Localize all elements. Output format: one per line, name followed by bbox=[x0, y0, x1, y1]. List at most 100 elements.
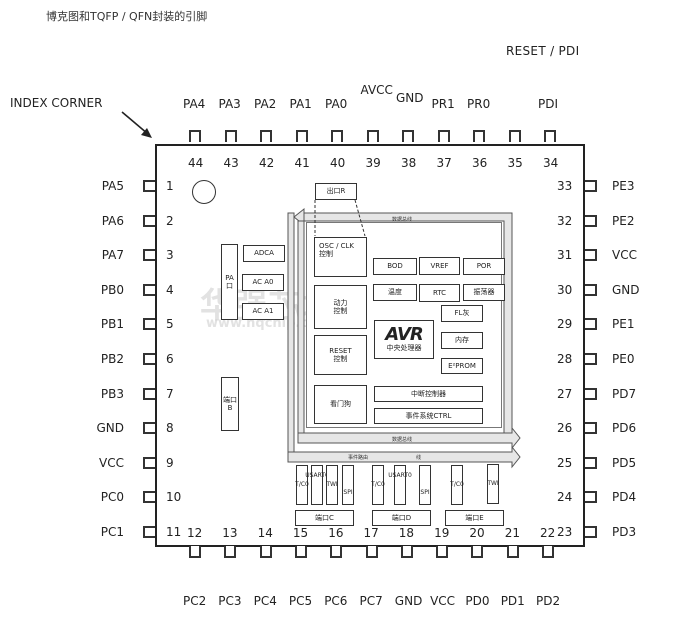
pin-pad-left bbox=[143, 318, 155, 331]
pin-name-top: PR0 bbox=[467, 97, 491, 111]
usart0-c-block: USART0 bbox=[305, 465, 329, 505]
pin-pad-top bbox=[224, 130, 237, 142]
avr-logo: AVR bbox=[385, 324, 423, 346]
port-d-block: 端口D bbox=[372, 510, 431, 526]
twi-e-block: TWI bbox=[487, 464, 499, 504]
diagram-title: 博克图和TQFP / QFN封装的引脚 bbox=[46, 10, 208, 23]
port-e-block: 端口E bbox=[445, 510, 504, 526]
port-a-block: PA口 bbox=[221, 244, 238, 320]
bus-graphics bbox=[287, 207, 521, 469]
pin-pad-right bbox=[585, 214, 597, 227]
pin-pad-bottom bbox=[542, 546, 554, 558]
pin-name-left: PB1 bbox=[100, 317, 124, 332]
reset-pdi-label: RESET / PDI bbox=[506, 44, 580, 58]
pin-number: 30 bbox=[557, 282, 573, 297]
pin-pad-left bbox=[143, 283, 155, 296]
event-bus-vertical bbox=[287, 212, 295, 459]
pin-name-bottom: PC7 bbox=[359, 594, 383, 608]
pin-number: 29 bbox=[557, 317, 573, 332]
pin-name-left: PC0 bbox=[100, 490, 124, 505]
pin-name-right: PD4 bbox=[612, 490, 637, 505]
pin-pad-right bbox=[585, 456, 597, 469]
event-system-ctrl-block: 事件系统CTRL bbox=[374, 408, 483, 424]
pin-pad-right bbox=[585, 387, 597, 400]
pin-name-bottom: PD0 bbox=[465, 594, 490, 608]
pin-number: 14 bbox=[257, 526, 273, 540]
pin-name-right: PE0 bbox=[612, 352, 635, 366]
pin-name-right: PE1 bbox=[612, 317, 635, 332]
ac-a0-block: AC A0 bbox=[242, 274, 284, 291]
reset-ctrl-block: RESET 控制 bbox=[314, 335, 367, 375]
pin-name-left: PB2 bbox=[100, 352, 124, 366]
pin-name-bottom: PC6 bbox=[324, 594, 348, 608]
pin-name-bottom: PC4 bbox=[253, 594, 277, 608]
pin-pad-left bbox=[143, 526, 155, 538]
pin-pad-bottom bbox=[259, 546, 272, 558]
pin-number: 15 bbox=[292, 526, 309, 540]
pin-pad-bottom bbox=[436, 546, 449, 558]
por-block: POR bbox=[463, 258, 505, 275]
pin-number: 2 bbox=[166, 213, 174, 228]
pin-number: 18 bbox=[398, 526, 415, 540]
pin-number: 21 bbox=[504, 526, 520, 540]
pin-pad-bottom bbox=[400, 546, 413, 558]
vref-block: VREF bbox=[419, 257, 460, 275]
pin-number: 31 bbox=[557, 248, 573, 263]
pin-number: 43 bbox=[223, 156, 239, 170]
pin-pad-right bbox=[585, 353, 597, 365]
pin-name-right: PE2 bbox=[612, 213, 635, 228]
pin-name-top: AVCC bbox=[360, 83, 393, 97]
pin-number: 44 bbox=[188, 156, 204, 170]
pin-pad-right bbox=[585, 249, 597, 262]
data-bus-bottom-arrow bbox=[297, 426, 521, 450]
pin-name-top: PA1 bbox=[289, 97, 312, 111]
pin-pad-top bbox=[189, 130, 201, 142]
pin-name-left: PA6 bbox=[101, 213, 124, 228]
pin-pad-left bbox=[143, 214, 155, 227]
pin-number: 22 bbox=[540, 526, 556, 540]
pin-number: 9 bbox=[166, 455, 174, 470]
pin-pad-right bbox=[585, 526, 597, 538]
cpu-block: AVR 中央处理器 bbox=[374, 320, 434, 359]
spi-d-block: SPI bbox=[419, 465, 431, 505]
pin-number: 13 bbox=[222, 526, 238, 540]
pin-name-left: PA5 bbox=[101, 179, 124, 193]
pin-pad-right bbox=[585, 180, 597, 192]
index-arrow-icon bbox=[121, 111, 152, 138]
bod-block: BOD bbox=[373, 258, 417, 275]
pin-number: 5 bbox=[166, 317, 174, 332]
pin-number: 41 bbox=[294, 156, 310, 170]
pin-number: 37 bbox=[436, 156, 452, 170]
usart0-d-block: USART0 bbox=[388, 465, 412, 505]
pin-name-right: PD3 bbox=[612, 525, 637, 539]
pin-pad-top bbox=[544, 130, 556, 142]
pin-pad-top bbox=[508, 130, 521, 142]
pin-number: 27 bbox=[557, 386, 573, 401]
pin-pad-top bbox=[437, 130, 450, 142]
event-bus-label: 事件路由 bbox=[348, 455, 369, 461]
pin-number: 23 bbox=[557, 525, 573, 539]
pin-name-right: GND bbox=[612, 282, 640, 297]
pin-name-right: PE3 bbox=[612, 179, 635, 193]
pin-number: 4 bbox=[166, 282, 174, 297]
pin-number: 33 bbox=[557, 179, 573, 193]
spi-c-block: SPI bbox=[342, 465, 354, 505]
event-bus-bottom-arrow bbox=[287, 445, 521, 469]
pin-pad-left bbox=[143, 491, 155, 504]
pin-name-bottom: PC3 bbox=[218, 594, 242, 608]
pin-number: 3 bbox=[166, 248, 174, 263]
pin-pad-right bbox=[585, 491, 597, 504]
pin-pad-top bbox=[402, 130, 414, 142]
power-ctrl-block: 动力 控制 bbox=[314, 285, 367, 329]
pin-number: 10 bbox=[166, 490, 182, 505]
pin-number: 38 bbox=[401, 156, 417, 170]
tc0-c-block: T/C0 bbox=[295, 465, 309, 505]
data-bus-bottom-label: 数据总线 bbox=[392, 437, 413, 443]
pin-name-left: PC1 bbox=[100, 525, 124, 539]
twi-c-block: TWI bbox=[326, 465, 338, 505]
port-b-block: 端口B bbox=[221, 377, 239, 431]
pin-number: 16 bbox=[328, 526, 344, 540]
pin-number: 26 bbox=[557, 421, 573, 436]
memory-block: 内存 bbox=[441, 332, 483, 349]
pin-number: 28 bbox=[557, 352, 573, 366]
